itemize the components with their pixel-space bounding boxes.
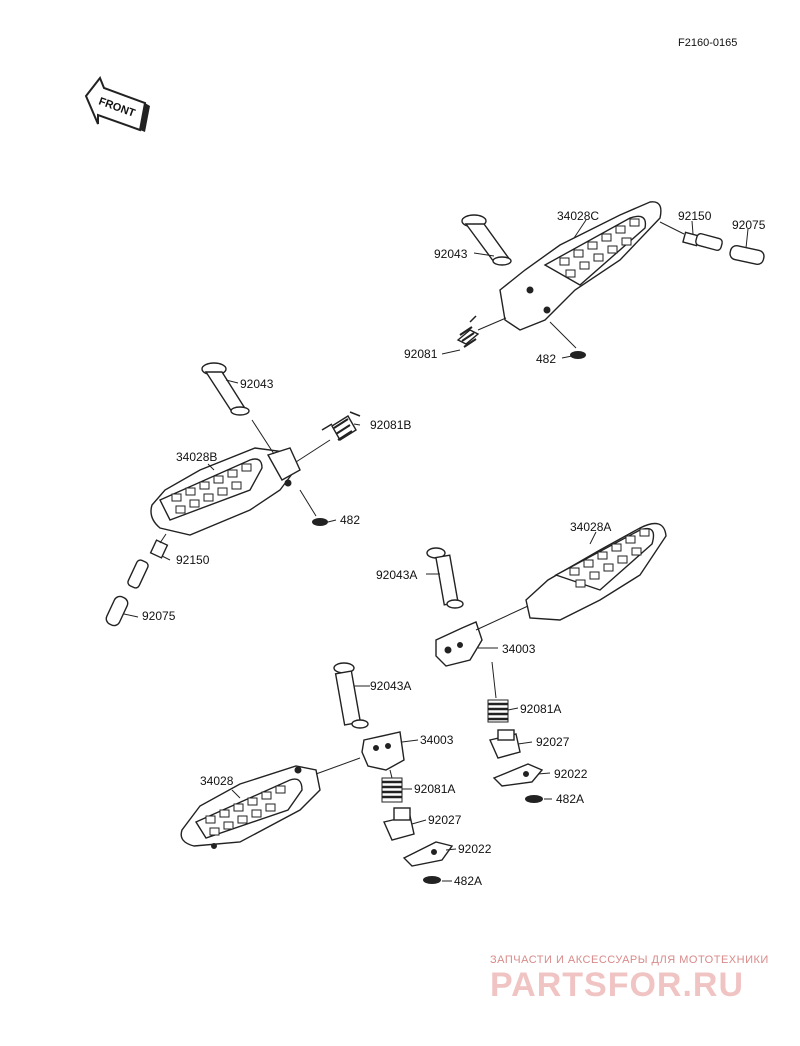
bolt-92150-a-part [682, 231, 723, 251]
label-92043-a: 92043 [434, 247, 468, 261]
footpeg-34028a-part [525, 522, 667, 621]
label-92081-a: 92081 [404, 347, 438, 361]
pin-92043-b-part [201, 362, 250, 416]
label-482a-d: 482A [454, 874, 482, 888]
label-34028b: 34028B [176, 450, 217, 464]
label-34003-c: 34003 [502, 642, 536, 656]
bracket-34003-d-part [361, 731, 405, 771]
bracket-34003-c-part [435, 621, 483, 667]
label-92027-c: 92027 [536, 735, 570, 749]
pin-92043-a-part [461, 214, 512, 266]
spring-92081-part [456, 315, 480, 348]
bolt-92150-b-part [127, 539, 169, 589]
front-arrow-icon: FRONT [84, 76, 150, 132]
pin-92043a-c-part [426, 547, 464, 609]
clip-482a-c-part [525, 795, 543, 803]
label-92022-c: 92022 [554, 767, 588, 781]
label-482-a: 482 [536, 352, 556, 366]
label-92022-d: 92022 [458, 842, 492, 856]
label-92027-d: 92027 [428, 813, 462, 827]
assembly-footpeg-34028b: 92043 92081B 34028B 482 92150 92075 [105, 362, 411, 627]
clip-482-b-part [312, 518, 328, 526]
assembly-footpeg-34028a: 34028A 92043A 34003 92081A 92027 92022 4… [376, 520, 667, 806]
label-92043-b: 92043 [240, 377, 274, 391]
footpeg-34028c-part [499, 201, 662, 331]
watermark-brand: PARTSFOR.RU [490, 966, 744, 1004]
spring-92081b-part [321, 411, 361, 441]
label-92081a-c: 92081A [520, 702, 561, 716]
plunger-92027-c-part [489, 729, 521, 759]
spring-92081a-c-part [487, 699, 509, 723]
spring-92081a-d-part [381, 777, 403, 803]
label-92081a-d: 92081A [414, 782, 455, 796]
footpeg-34028b-part [150, 447, 301, 536]
watermark: ЗАПЧАСТИ И АКСЕССУАРЫ ДЛЯ МОТОТЕХНИКИ PA… [490, 954, 769, 1004]
plate-92022-d-part [402, 841, 454, 867]
label-92043a-c: 92043A [376, 568, 417, 582]
plate-92022-c-part [492, 763, 544, 787]
assembly-footpeg-34028: 92043A 34003 34028 92081A 92027 92022 48… [180, 662, 492, 888]
label-482-b: 482 [340, 513, 360, 527]
cap-92075-a-part [729, 245, 765, 265]
label-92081b: 92081B [370, 418, 411, 432]
footpeg-34028-part [180, 765, 321, 849]
clip-482-a-part [570, 351, 586, 359]
assembly-footpeg-34028c: 34028C 92150 92075 92043 92081 482 [404, 201, 766, 366]
cap-92075-b-part [105, 595, 129, 627]
label-92150-a: 92150 [678, 209, 712, 223]
clip-482a-d-part [423, 876, 441, 884]
label-34028c: 34028C [557, 209, 599, 223]
pin-92043a-d-part [333, 662, 369, 729]
label-92150-b: 92150 [176, 553, 210, 567]
label-92043a-d: 92043A [370, 679, 411, 693]
label-34003-d: 34003 [420, 733, 454, 747]
label-92075-b: 92075 [142, 609, 176, 623]
watermark-caption: ЗАПЧАСТИ И АКСЕССУАРЫ ДЛЯ МОТОТЕХНИКИ [490, 954, 769, 966]
label-34028: 34028 [200, 774, 234, 788]
label-482a-c: 482A [556, 792, 584, 806]
label-92075-a: 92075 [732, 218, 766, 232]
label-34028a: 34028A [570, 520, 611, 534]
diagram-ref-code: F2160-0165 [678, 37, 737, 49]
plunger-92027-d-part [383, 807, 415, 841]
